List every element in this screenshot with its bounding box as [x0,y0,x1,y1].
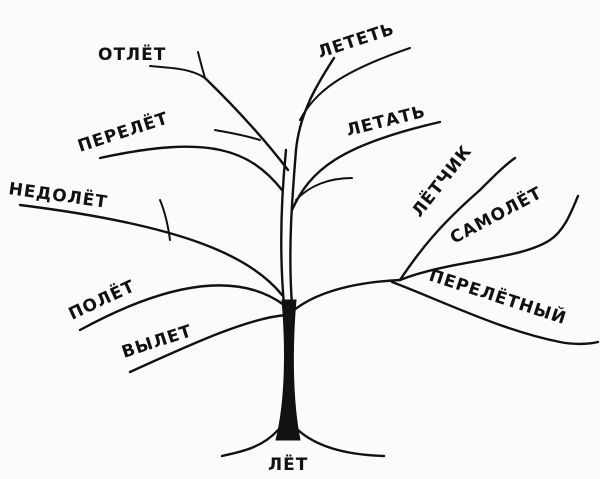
label-samolyot: САМОЛЁТ [446,181,546,248]
tree-trunk [276,300,300,440]
stem-upper-right [290,150,296,305]
label-letat: ЛЕТАТЬ [344,102,427,141]
branch-nedolyot [20,205,282,295]
branch-right-main [294,280,400,310]
branch-letet [296,58,334,150]
label-otlyot: ОТЛЁТ [98,43,166,65]
stem-upper-left [281,150,286,305]
label-vylet: ВЫЛЕТ [119,321,195,363]
root-left [222,430,278,456]
label-root: ЛЁТ [268,453,308,475]
label-nedolyot: НЕДОЛЁТ [7,177,109,213]
twig-perelyot [215,130,260,140]
twig-nedolyot [160,200,170,240]
label-perelyotny: ПЕРЕЛЁТНЫЙ [426,264,569,329]
label-polyot: ПОЛЁТ [65,275,139,325]
root-right [298,430,384,456]
branch-perelyot [100,147,282,190]
label-lyotchik: ЛЁТЧИК [407,140,477,221]
twig-otlyot [150,66,205,78]
branch-otlyot [205,78,288,170]
